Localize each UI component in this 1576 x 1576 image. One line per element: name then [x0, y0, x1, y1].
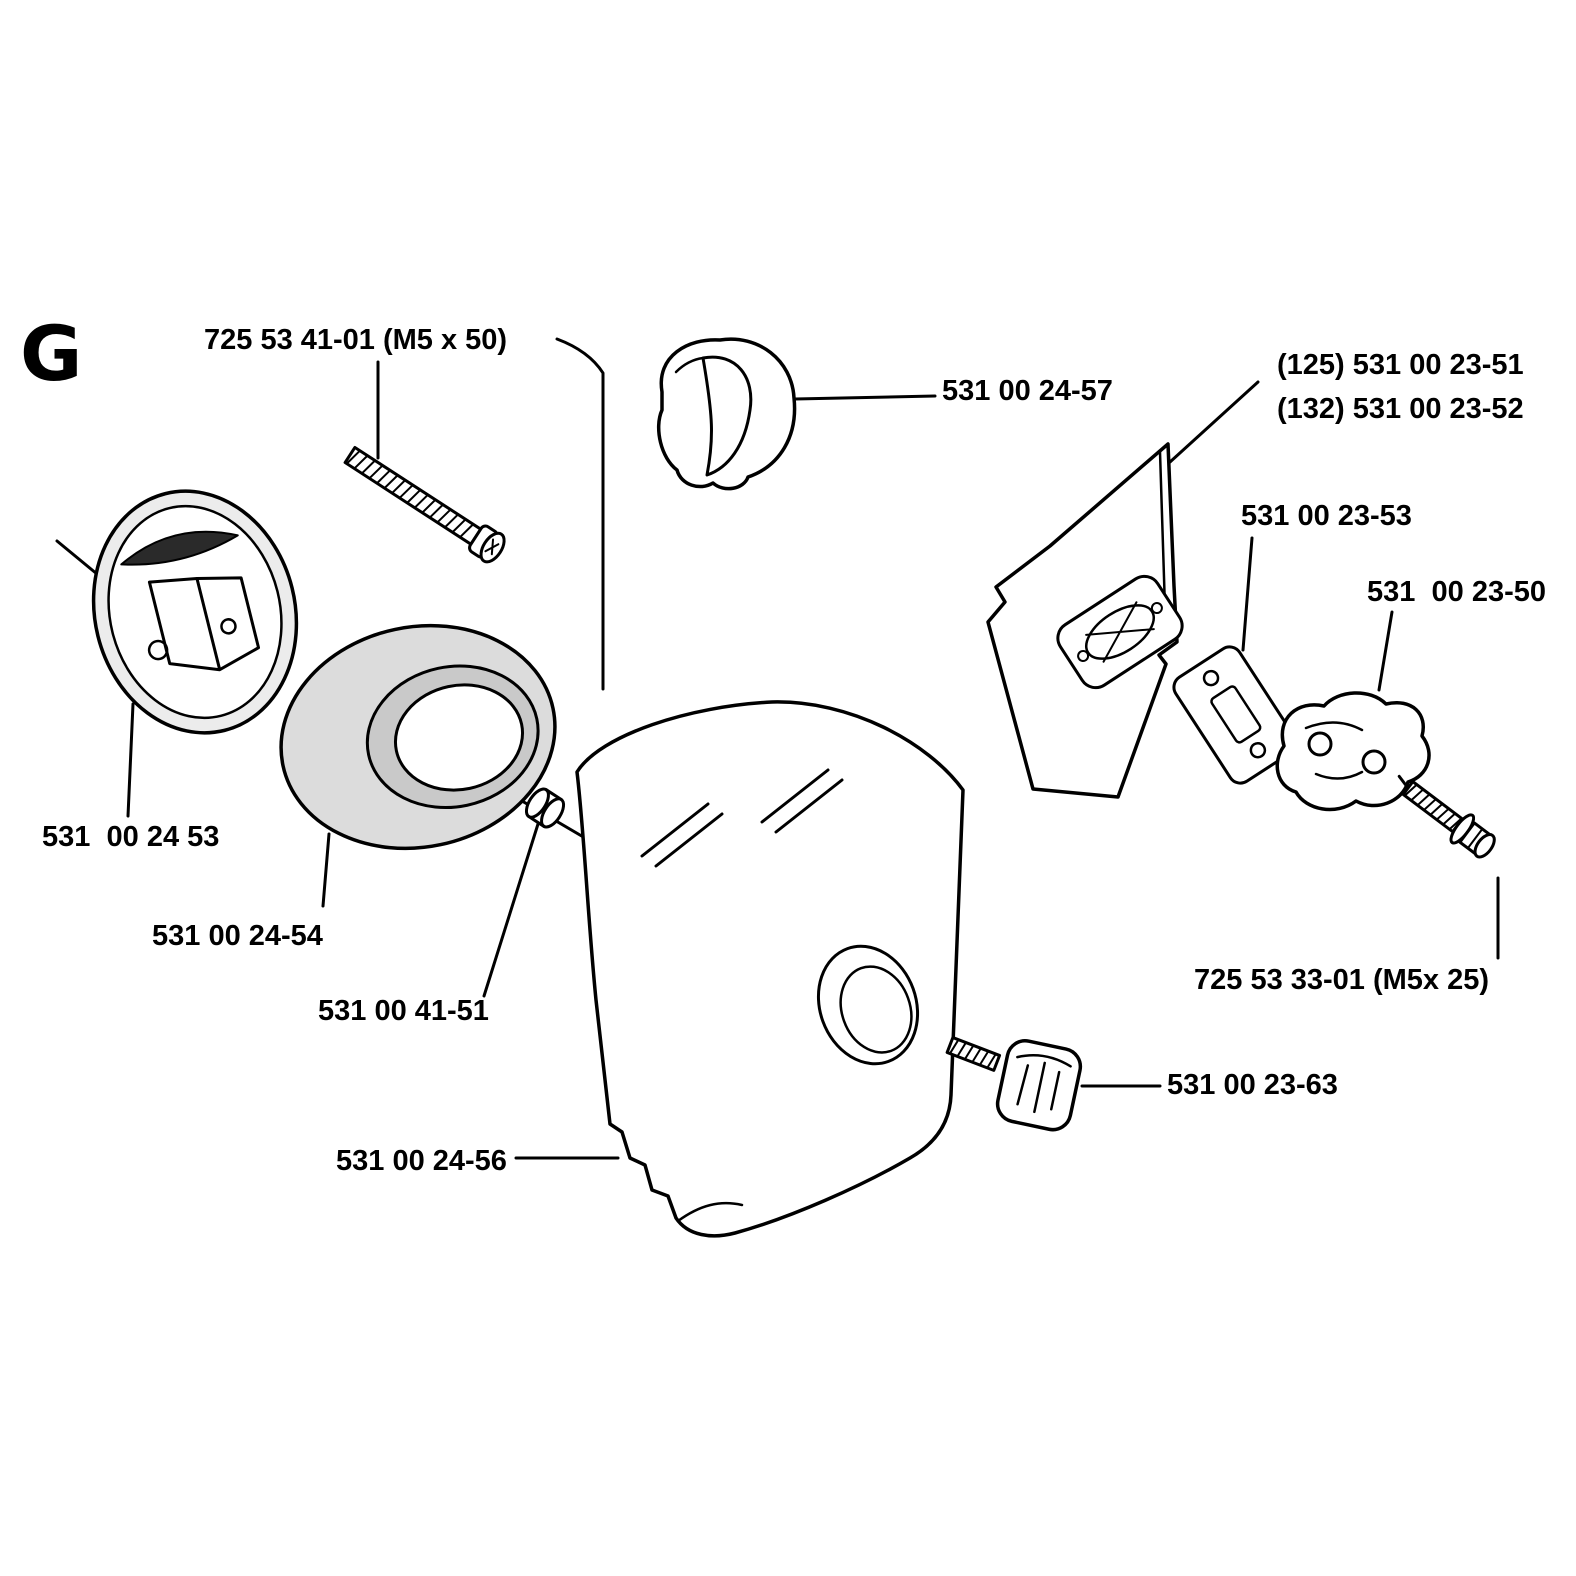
- knob-grip-slots: [1016, 1061, 1061, 1114]
- leader-flange: [1377, 610, 1394, 692]
- cover-knob-drawing: [945, 1036, 1083, 1132]
- screw-threads: [345, 449, 475, 539]
- cover-vent-lines: [640, 768, 844, 868]
- screw-head-cap: [1473, 833, 1496, 859]
- leader-part-24-53: [126, 702, 135, 818]
- leader-part-24-57: [793, 394, 937, 401]
- leader-part-41-51: [482, 822, 540, 998]
- part-label-531-00-23-52: (132) 531 00 23-52: [1277, 393, 1524, 425]
- base-hole-left: [147, 639, 169, 661]
- leader-heat-shield: [1168, 380, 1260, 464]
- part-label-725-53-33-01: 725 53 33-01 (M5x 25): [1194, 964, 1490, 996]
- leader-gasket: [1241, 536, 1254, 652]
- air-filter-drawing: [279, 623, 557, 851]
- plate-detail-line: [55, 539, 99, 576]
- muffler-gasket-drawing: [1172, 645, 1298, 785]
- part-label-725-53-41-01: 725 53 41-01 (M5 x 50): [204, 324, 508, 356]
- intake-inner-face: [701, 355, 753, 477]
- muffler-screw-m5x25-drawing: [1397, 774, 1496, 859]
- section-letter: G: [20, 309, 83, 398]
- base-hole-right: [220, 618, 237, 635]
- spacer-sleeve-drawing: [524, 787, 566, 829]
- part-label-531-00-23-51: (125) 531 00 23-51: [1277, 349, 1524, 381]
- part-label-531-00-23-53: 531 00 23-53: [1241, 500, 1412, 532]
- part-label-531-00-24-54: 531 00 24-54: [152, 920, 323, 952]
- part-label-531-00-24-53: 531 00 24 53: [42, 821, 220, 853]
- muffler-body-drawing: [1056, 574, 1184, 690]
- leader-lines: [55, 337, 1500, 1160]
- part-label-531-00-24-56: 531 00 24-56: [336, 1145, 507, 1177]
- leader-part-24-54: [321, 832, 331, 908]
- cover-screw-m5x50-drawing: [343, 445, 506, 564]
- base-slot: [120, 530, 239, 566]
- part-label-531-00-24-57: 531 00 24-57: [942, 375, 1113, 407]
- muffler-flange-drawing: [1275, 691, 1431, 812]
- air-filter-base-drawing: [91, 489, 299, 735]
- screw-threads: [1403, 783, 1463, 831]
- part-label-531-00-23-50: 531 00 23-50: [1367, 576, 1546, 608]
- air-filter-cover-drawing: [575, 700, 965, 1238]
- intake-piece-drawing: [657, 337, 797, 491]
- part-label-531-00-41-51: 531 00 41-51: [318, 995, 489, 1027]
- leader-hook-line: [555, 337, 605, 691]
- cover-crease: [676, 1201, 744, 1223]
- part-label-531-00-23-63: 531 00 23-63: [1167, 1069, 1338, 1101]
